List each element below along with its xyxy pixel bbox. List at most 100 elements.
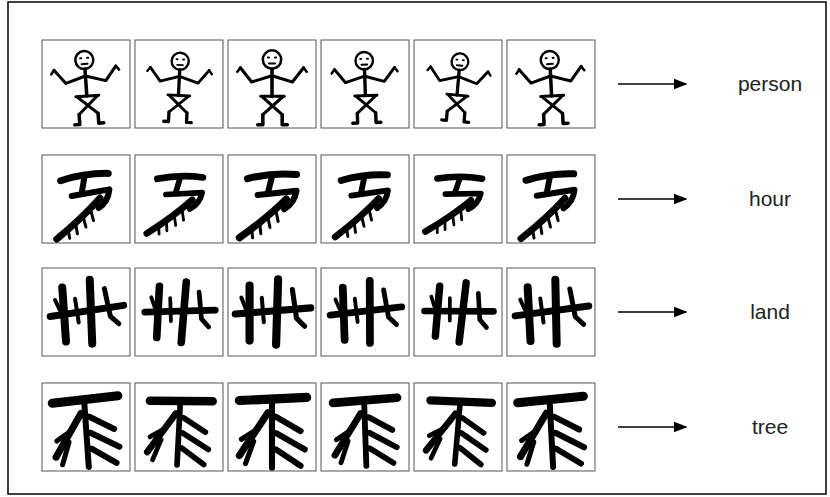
glyph-box — [42, 155, 130, 243]
row-label: land — [750, 299, 790, 324]
glyph-stroke — [169, 298, 172, 321]
mapping-arrow — [618, 426, 686, 428]
glyph-stroke — [263, 50, 281, 68]
glyph-cell — [321, 40, 409, 128]
glyph-box — [228, 268, 316, 356]
glyph-stroke — [447, 95, 466, 112]
glyph-stroke — [178, 70, 179, 96]
glyph-cell — [414, 268, 502, 356]
glyph-cell — [321, 155, 409, 243]
glyph — [145, 51, 213, 124]
glyph — [423, 51, 492, 124]
glyph-stroke — [149, 427, 166, 460]
glyph — [513, 278, 590, 346]
glyph-stroke — [355, 52, 373, 70]
glyph-cell — [507, 155, 595, 243]
glyph-stroke — [475, 293, 489, 327]
glyph-box — [321, 155, 409, 243]
glyph-box — [135, 383, 223, 471]
glyph-box — [321, 268, 409, 356]
glyph-stroke — [75, 50, 94, 69]
glyph-stroke — [263, 97, 282, 114]
frame — [8, 2, 826, 494]
glyph-cell — [135, 383, 223, 471]
glyph-cell — [321, 268, 409, 356]
glyph-box — [135, 155, 223, 243]
glyph — [239, 397, 306, 467]
glyph-stroke — [442, 111, 470, 123]
glyph-stroke — [384, 290, 397, 325]
glyph-stroke — [150, 67, 180, 82]
glyph — [422, 279, 496, 344]
glyph-stroke — [147, 67, 212, 74]
glyph-box — [228, 383, 316, 471]
glyph-stroke — [431, 297, 436, 307]
glyph-stroke — [570, 288, 584, 325]
glyph-stroke — [357, 96, 376, 113]
glyph-box — [228, 155, 316, 243]
glyph-stroke — [241, 298, 245, 308]
glyph-stroke — [240, 68, 272, 82]
glyph-stroke — [336, 429, 353, 463]
row-label: tree — [752, 414, 788, 439]
glyph-stroke — [268, 57, 276, 63]
glyph-box — [228, 40, 316, 128]
glyph-stroke — [104, 288, 118, 325]
glyph-stroke — [262, 298, 264, 322]
glyph-cell — [414, 155, 502, 243]
glyph — [235, 279, 310, 344]
glyph-stroke — [458, 69, 488, 84]
glyph-stroke — [197, 292, 210, 327]
glyph — [518, 173, 577, 238]
glyph-cell — [507, 383, 595, 471]
glyph-box — [42, 40, 130, 128]
glyph-box — [507, 155, 595, 243]
glyph-box — [414, 155, 502, 243]
glyph-cell — [135, 40, 223, 128]
glyph — [425, 398, 492, 467]
glyph-stroke — [51, 66, 119, 75]
glyph-stroke — [292, 290, 304, 327]
glyph-cell — [42, 155, 130, 243]
glyph-stroke — [67, 211, 95, 239]
glyph-stroke — [239, 199, 286, 238]
glyph-box — [507, 40, 595, 128]
glyph-cell — [507, 40, 595, 128]
glyph-stroke — [520, 299, 525, 309]
glyph-stroke — [335, 299, 339, 309]
glyph-stroke — [364, 402, 366, 466]
glyph-stroke — [169, 96, 188, 113]
glyph — [52, 396, 123, 469]
glyph — [143, 280, 216, 344]
glyph-cell — [228, 383, 316, 471]
glyph-box — [414, 383, 502, 471]
glyph-stroke — [176, 59, 184, 65]
glyph — [425, 174, 482, 236]
glyph-stroke — [272, 68, 304, 82]
glyph-stroke — [151, 297, 155, 307]
glyph-stroke — [516, 66, 584, 74]
glyph-stroke — [457, 70, 459, 95]
glyph-stroke — [352, 113, 380, 124]
glyph-box — [321, 383, 409, 471]
glyph-cell — [42, 268, 130, 356]
glyph-stroke — [546, 58, 554, 64]
glyph-stroke — [429, 67, 459, 82]
glyph — [515, 49, 587, 125]
glyph-stroke — [346, 210, 372, 236]
glyph — [237, 50, 306, 124]
glyph-stroke — [237, 68, 306, 72]
glyph — [333, 174, 389, 236]
glyph-cell — [507, 268, 595, 356]
glyph-box — [414, 40, 502, 128]
mapping-arrow — [618, 198, 686, 200]
glyph-stroke — [181, 418, 210, 465]
glyph — [239, 174, 296, 238]
glyph-stroke — [85, 69, 87, 96]
glyph — [329, 280, 403, 345]
glyph-stroke — [451, 53, 469, 71]
glyph-box — [414, 268, 502, 356]
glyph-stroke — [179, 69, 209, 84]
glyph-stroke — [550, 69, 551, 96]
